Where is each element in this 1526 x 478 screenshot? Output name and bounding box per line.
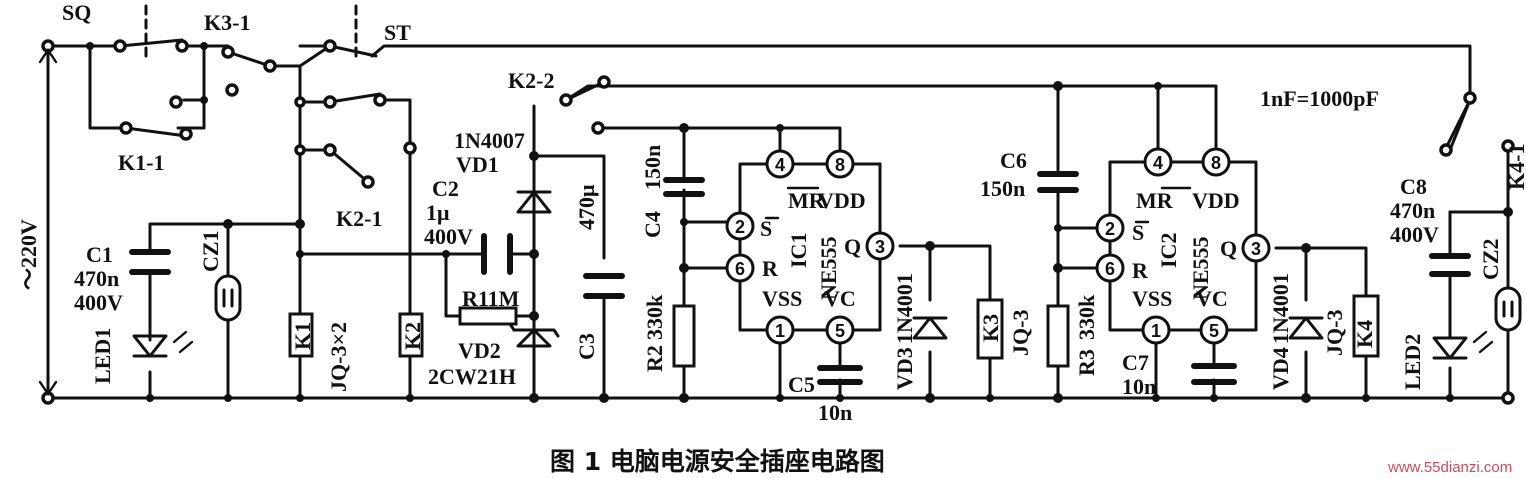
label-jq3-b: JQ-3 [1322, 310, 1347, 356]
label-led1: LED1 [90, 328, 115, 384]
label-k4: K4 [1352, 320, 1377, 348]
label-c8-value: 470n [1390, 198, 1435, 223]
diodes [132, 190, 1494, 360]
ic1-pin-2: 2 [735, 217, 745, 237]
ic-pins [725, 147, 1271, 345]
label-c1-value: 470n [74, 266, 119, 291]
label-r1: R11M [462, 286, 520, 311]
label-led2: LED2 [1400, 334, 1425, 390]
label-vd4-type: 1N4001 [1268, 273, 1293, 344]
label-ic2-q: Q [1220, 236, 1237, 261]
label-c4-value: 150n [640, 145, 665, 190]
label-ic1-r: R [762, 256, 779, 281]
label-k3-1: K3-1 [204, 10, 250, 35]
terminals [41, 39, 1515, 405]
label-ic2-r: R [1132, 258, 1149, 283]
watermark: www.55dianzi.com [1387, 459, 1512, 476]
label-cz1: CZ1 [198, 230, 223, 272]
pin-numbers: 4 8 2 6 3 1 5 4 8 2 6 3 1 5 [735, 153, 1261, 341]
voltage-arrows [38, 47, 58, 397]
figure-caption: 图 1 电脑电源安全插座电路图 [550, 447, 885, 476]
label-sq: SQ [62, 0, 91, 25]
label-vd3: VD3 [892, 347, 917, 390]
label-c3-value: 470μ [574, 184, 599, 230]
label-k2-2: K2-2 [508, 68, 554, 93]
resistors-relays [288, 294, 1380, 368]
ic1-pin-3: 3 [875, 237, 885, 257]
label-ic1-q: Q [844, 234, 861, 259]
label-c3: C3 [574, 333, 599, 360]
label-c8: C8 [1400, 174, 1427, 199]
label-r2-value: 330k [642, 294, 667, 340]
label-k1: K1 [290, 322, 315, 350]
capacitors [129, 171, 1471, 385]
ic1-pin-4: 4 [775, 155, 785, 175]
label-220v: ～220V [16, 219, 41, 290]
label-ic2-type: NE555 [1188, 236, 1213, 300]
sockets [214, 274, 1522, 332]
label-c6: C6 [1000, 148, 1027, 173]
ic1-pin-6: 6 [735, 259, 745, 279]
label-ic2-s: S [1132, 220, 1144, 245]
label-jq3-a: JQ-3 [1008, 310, 1033, 356]
label-ic1: IC1 [786, 233, 811, 268]
ic2-pin-8: 8 [1211, 153, 1221, 173]
label-c2-voltage: 400V [424, 224, 473, 249]
label-st: ST [384, 20, 411, 45]
label-ic2-vss: VSS [1132, 286, 1172, 311]
ic2-pin-1: 1 [1151, 321, 1161, 341]
label-vd1-type: 1N4007 [454, 128, 525, 153]
label-c2: C2 [432, 176, 459, 201]
ic2-pin-3: 3 [1251, 239, 1261, 259]
label-c5: C5 [788, 372, 815, 397]
label-ic1-vdd: VDD [818, 188, 866, 213]
label-ic2: IC2 [1156, 233, 1181, 268]
label-ic2-vc: VC [1196, 286, 1228, 311]
label-c8-voltage: 400V [1390, 222, 1439, 247]
label-ic1-type: NE555 [816, 236, 841, 300]
switch-contacts [118, 38, 1470, 184]
ic1-pin-1: 1 [775, 321, 785, 341]
label-c5-value: 10n [818, 400, 852, 425]
label-k3: K3 [978, 314, 1003, 342]
label-ic2-mr: MR [1136, 188, 1174, 213]
label-r3-value: 330k [1074, 294, 1099, 340]
label-ic1-vss: VSS [762, 286, 802, 311]
label-vd2: VD2 [458, 338, 501, 363]
label-vd2-type: 2CW21H [428, 364, 516, 389]
component-labels: SQ K3-1 ST K2-2 K1-1 K2-1 1nF=1000pF ～22… [16, 0, 1526, 425]
label-cz2: CZ2 [1478, 238, 1503, 280]
label-r2: R2 [642, 345, 667, 372]
label-vd3-type: 1N4001 [892, 273, 917, 344]
label-c7: C7 [1122, 350, 1149, 375]
label-c2-value: 1μ [426, 200, 450, 225]
junction-dots [86, 42, 1513, 403]
label-jq3x2: JQ-3×2 [326, 322, 351, 392]
label-vd4: VD4 [1268, 347, 1293, 390]
label-ic1-s: S [760, 216, 772, 241]
label-c4: C4 [640, 211, 665, 238]
label-r3: R3 [1074, 349, 1099, 376]
ic1-pin-8: 8 [835, 155, 845, 175]
ic1-pin-5: 5 [835, 321, 845, 341]
label-ic1-mr: MR [788, 188, 826, 213]
label-k2-1: K2-1 [336, 206, 382, 231]
label-c6-value: 150n [980, 176, 1025, 201]
label-k2: K2 [400, 322, 425, 350]
ic2-pin-4: 4 [1153, 153, 1163, 173]
label-ic1-vc: VC [824, 286, 856, 311]
label-c7-value: 10n [1122, 374, 1156, 399]
ic2-pin-6: 6 [1105, 259, 1115, 279]
label-k4-1: K4-1 [1504, 144, 1526, 190]
label-c1: C1 [86, 242, 113, 267]
note-unit: 1nF=1000pF [1260, 86, 1379, 111]
label-vd1: VD1 [456, 152, 499, 177]
label-ic2-vdd: VDD [1192, 188, 1240, 213]
ic2-pin-2: 2 [1105, 219, 1115, 239]
label-k1-1: K1-1 [118, 150, 164, 175]
ic2-pin-5: 5 [1209, 321, 1219, 341]
label-c1-voltage: 400V [74, 290, 123, 315]
